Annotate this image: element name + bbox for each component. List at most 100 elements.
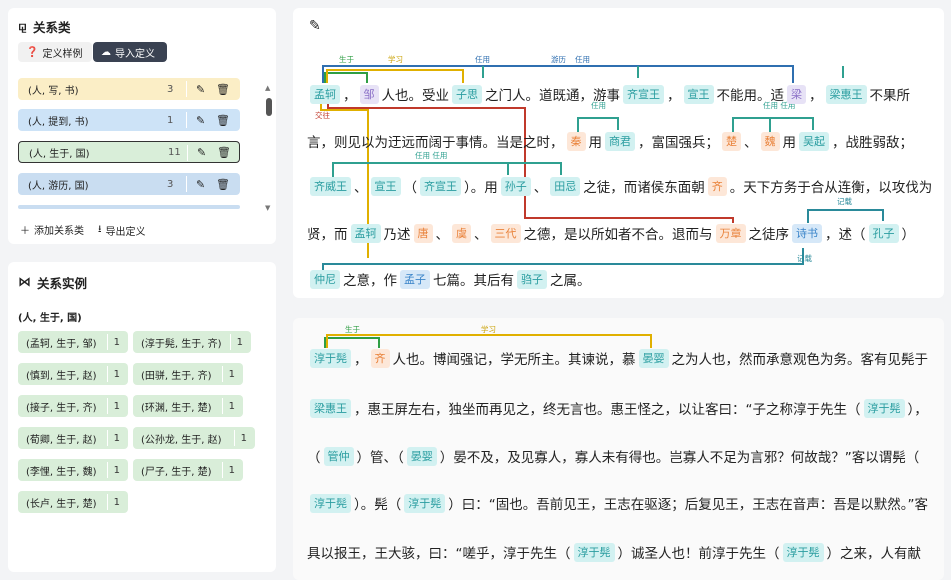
entity-tag[interactable]: 吴起 bbox=[799, 131, 829, 151]
label2-born-in: 生于 bbox=[345, 325, 360, 334]
entity-tag[interactable]: 仲尼 bbox=[310, 269, 340, 289]
entity-tag[interactable]: 淳于髡 bbox=[863, 398, 905, 418]
relation-instance-chip[interactable]: (尸子, 生于, 楚)1 bbox=[133, 459, 243, 481]
relation-instance-chip[interactable]: (淳于髡, 生于, 齐)1 bbox=[133, 331, 251, 353]
entity-tag[interactable]: 管仲 bbox=[323, 446, 354, 466]
relation-instance-count: 1 bbox=[113, 400, 120, 412]
edit-icon[interactable]: ✎ bbox=[196, 177, 206, 191]
relation-class-item-partial[interactable] bbox=[18, 205, 240, 209]
relation-list-scrollbar[interactable]: ▲ ▼ bbox=[265, 84, 273, 214]
entity-tag[interactable]: 楚 bbox=[722, 131, 741, 151]
passage-text: ）， bbox=[907, 402, 928, 418]
relation-instance-count: 1 bbox=[113, 368, 120, 380]
relation-instance-chip[interactable]: (公孙龙, 生于, 赵)1 bbox=[133, 427, 255, 449]
edit-icon[interactable]: ✎ bbox=[197, 145, 207, 159]
edit-icon[interactable]: ✎ bbox=[196, 82, 206, 96]
scroll-down-icon[interactable]: ▼ bbox=[265, 204, 271, 212]
delete-icon[interactable]: 🗑 bbox=[216, 82, 230, 96]
entity-tag[interactable]: 孙子 bbox=[500, 176, 531, 196]
import-definition-label: 导入定义 bbox=[115, 48, 155, 60]
relation-class-item[interactable]: (人, 游历, 国)3✎🗑 bbox=[18, 173, 240, 195]
relation-instance-chip[interactable]: (长卢, 生于, 楚)1 bbox=[18, 491, 128, 513]
relation-instance-chip[interactable]: (接子, 生于, 齐)1 bbox=[18, 395, 128, 417]
passage-line: 孟轲，邹人也。受业子思之门人。道既通，游事齐宣王，宣王不能用。适梁，梁惠王不果所 bbox=[307, 84, 910, 104]
define-sample-button[interactable]: ❓ 定义样例 bbox=[18, 42, 92, 62]
entity-tag[interactable]: 魏 bbox=[760, 131, 780, 151]
relation-instance-chip[interactable]: (环渊, 生于, 楚) 1 bbox=[133, 395, 243, 417]
entity-tag[interactable]: 虞 bbox=[452, 223, 471, 243]
relation-instance-chip[interactable]: (慎到, 生于, 赵) 1 bbox=[18, 363, 128, 385]
entity-tag[interactable]: 齐 bbox=[370, 348, 390, 368]
entity-tag[interactable]: 万章 bbox=[715, 223, 746, 243]
entity-tag[interactable]: 三代 bbox=[490, 223, 521, 243]
relation-class-item[interactable]: (人, 写, 书)3✎🗑 bbox=[18, 78, 240, 100]
import-definition-button[interactable]: ☁ 导入定义 bbox=[93, 42, 167, 62]
entity-tag[interactable]: 梁惠王 bbox=[825, 84, 867, 104]
entity-tag[interactable]: 孟轲 bbox=[310, 84, 340, 104]
entity-tag[interactable]: 宣王 bbox=[370, 176, 401, 196]
entity-tag[interactable]: 孟轲 bbox=[350, 223, 381, 243]
passage-text: ）。髡（ bbox=[354, 497, 402, 513]
entity-tag[interactable]: 淳于髡 bbox=[782, 542, 824, 562]
relation-instance-chip[interactable]: (李悝, 生于, 魏)1 bbox=[18, 459, 128, 481]
relation-instance-chip[interactable]: (田骈, 生于, 齐)1 bbox=[133, 363, 243, 385]
relation-instance-chip[interactable]: (荀卿, 生于, 赵)1 bbox=[18, 427, 128, 449]
entity-tag[interactable]: 子思 bbox=[452, 84, 482, 104]
relation-instance-count: 1 bbox=[113, 496, 120, 508]
entity-tag[interactable]: 晏婴 bbox=[406, 446, 437, 466]
add-relation-class-button[interactable]: ＋ 添加关系类 bbox=[20, 222, 84, 237]
entity-tag[interactable]: 淳于髡 bbox=[310, 348, 351, 368]
relation-instance-label: (田骈, 生于, 齐) bbox=[141, 370, 212, 382]
relation-class-item[interactable]: (人, 生于, 国)11✎🗑 bbox=[18, 141, 240, 163]
relation-instance-label: (慎到, 生于, 赵) bbox=[26, 370, 97, 382]
relation-instance-count: 1 bbox=[228, 464, 235, 476]
relation-instance-label: (公孙龙, 生于, 赵) bbox=[141, 434, 222, 446]
delete-icon[interactable]: 🗑 bbox=[217, 145, 231, 159]
entity-tag[interactable]: 孟子 bbox=[400, 269, 430, 289]
passage-line: 梁惠王，惠王屏左右，独坐而再见之，终无言也。惠王怪之，以让客曰：“子之称淳于先生… bbox=[307, 398, 928, 418]
relation-class-count: 3 bbox=[167, 83, 174, 95]
relation-instance-chip[interactable]: (孟轲, 生于, 邹)1 bbox=[18, 331, 128, 353]
passage-text: （ bbox=[307, 450, 321, 466]
entity-tag[interactable]: 齐 bbox=[707, 176, 727, 196]
delete-icon[interactable]: 🗑 bbox=[216, 177, 230, 191]
edit-icon[interactable]: ✎ bbox=[196, 113, 206, 127]
scroll-thumb[interactable] bbox=[266, 98, 272, 116]
entity-tag[interactable]: 秦 bbox=[566, 131, 586, 151]
entity-tag[interactable]: 孔子 bbox=[868, 223, 899, 243]
relation-class-title: 关系类 bbox=[32, 20, 71, 35]
entity-tag[interactable]: 梁惠王 bbox=[310, 398, 351, 418]
scroll-up-icon[interactable]: ▲ bbox=[265, 84, 271, 92]
entity-tag[interactable]: 淳于髡 bbox=[573, 542, 615, 562]
arc2-study bbox=[326, 334, 652, 348]
entity-tag[interactable]: 晏婴 bbox=[638, 348, 669, 368]
relation-instance-count: 1 bbox=[228, 400, 235, 412]
entity-tag[interactable]: 齐宣王 bbox=[623, 84, 664, 104]
relation-class-label: (人, 游历, 国) bbox=[28, 180, 89, 192]
passage-line: 淳于髡，齐人也。博闻强记，学无所主。其谏说，慕晏婴之为人也，然而承意观色为务。客… bbox=[307, 348, 928, 368]
entity-tag[interactable]: 商君 bbox=[605, 131, 635, 151]
entity-tag[interactable]: 淳于髡 bbox=[404, 493, 446, 513]
label-serve-qin: 任用 bbox=[591, 101, 606, 110]
relation-instance-label: (荀卿, 生于, 赵) bbox=[26, 434, 97, 446]
entity-tag[interactable]: 唐 bbox=[413, 223, 433, 243]
entity-tag[interactable]: 诗书 bbox=[792, 223, 822, 243]
relation-class-item[interactable]: (人, 提到, 书)1✎🗑 bbox=[18, 109, 240, 131]
entity-tag[interactable]: 梁 bbox=[787, 84, 806, 104]
entity-tag[interactable]: 驺子 bbox=[517, 269, 547, 289]
label-record-2: 记载 bbox=[797, 254, 812, 263]
export-definition-button[interactable]: ⭳ 导出定义 bbox=[98, 222, 146, 239]
passage-text: 人也。博闻强记，学无所主。其谏说，慕 bbox=[392, 352, 636, 368]
relation-instance-label: (环渊, 生于, 楚) bbox=[141, 402, 212, 414]
magic-wand-icon[interactable]: ✎ bbox=[309, 18, 321, 34]
entity-tag[interactable]: 淳于髡 bbox=[310, 493, 351, 513]
entity-tag[interactable]: 齐宣王 bbox=[420, 176, 461, 196]
entity-tag[interactable]: 宣王 bbox=[683, 84, 714, 104]
download-icon: ⭳ bbox=[98, 224, 102, 235]
entity-tag[interactable]: 齐威王 bbox=[310, 176, 351, 196]
entity-tag[interactable]: 邹 bbox=[359, 84, 379, 104]
entity-tag[interactable]: 田忌 bbox=[550, 176, 581, 196]
relation-instance-panel: ⋈ 关系实例 (人, 生于, 国) (孟轲, 生于, 邹)1(淳于髡, 生于, … bbox=[8, 262, 276, 572]
passage-text: 之门人。道既通，游事 bbox=[485, 88, 620, 104]
delete-icon[interactable]: 🗑 bbox=[216, 113, 230, 127]
